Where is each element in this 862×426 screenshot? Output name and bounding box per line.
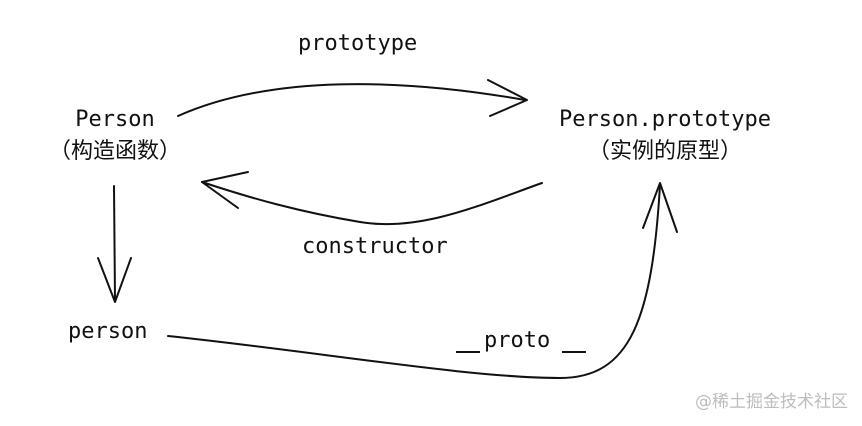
instantiate-arrowhead bbox=[97, 257, 132, 303]
proto-underscore-left bbox=[456, 351, 480, 353]
proto-arrow bbox=[167, 184, 661, 379]
prototype-arrow bbox=[177, 83, 526, 117]
instance-node: person bbox=[68, 319, 148, 344]
constructor-edge-label: constructor bbox=[302, 234, 448, 259]
constructor-node: Person （构造函数） bbox=[20, 104, 210, 168]
constructor-arrow bbox=[201, 181, 543, 226]
prototype-arrowhead bbox=[487, 79, 528, 117]
instantiate-arrow bbox=[113, 185, 116, 301]
constructor-arrowhead bbox=[201, 171, 249, 209]
proto-arrowhead bbox=[642, 182, 678, 233]
prototype-node-desc: （实例的原型） bbox=[587, 139, 742, 164]
prototype-node-name: Person.prototype bbox=[559, 107, 771, 132]
proto-edge-label: proto bbox=[484, 328, 551, 353]
watermark: @稀土掘金技术社区 bbox=[695, 392, 848, 412]
constructor-node-desc: （构造函数） bbox=[48, 139, 181, 164]
prototype-node: Person.prototype （实例的原型） bbox=[530, 104, 800, 168]
constructor-node-name: Person bbox=[75, 107, 155, 132]
proto-underscore-right bbox=[562, 351, 586, 353]
prototype-edge-label: prototype bbox=[298, 31, 418, 56]
